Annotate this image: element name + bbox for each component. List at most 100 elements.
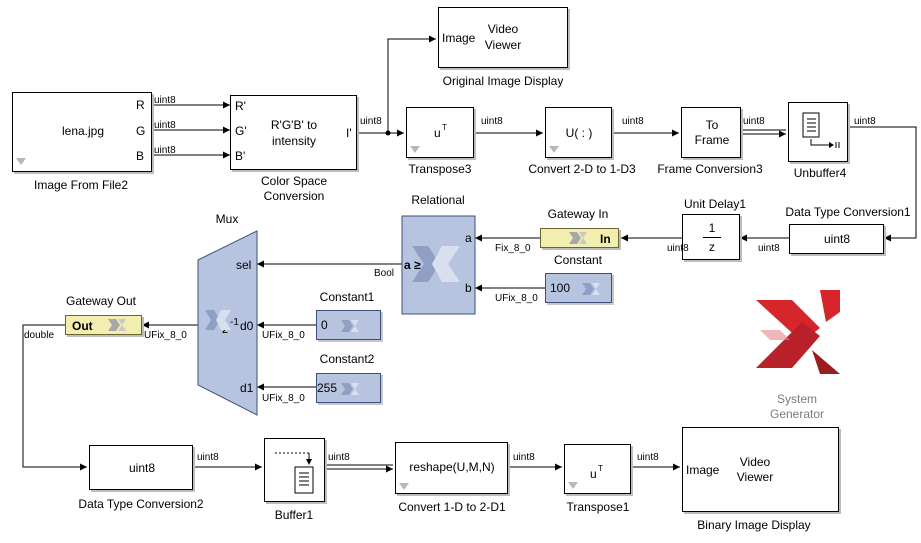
buffer-name: Buffer1: [274, 508, 314, 522]
constant1-name: Constant1: [319, 290, 375, 304]
signal-label-r: uint8: [154, 95, 176, 106]
xilinx-icon[interactable]: [408, 242, 468, 286]
mux-port-d1: d1: [240, 381, 254, 395]
dtc2-content: uint8: [128, 461, 156, 475]
signal-label-constant2-out: UFix_8_0: [262, 393, 305, 404]
gateway-out-label: Out: [72, 319, 93, 333]
signal-label-frame-out: uint8: [743, 116, 765, 127]
port-r-label: R: [136, 98, 145, 112]
mux-name: Mux: [215, 212, 239, 226]
convert-1d-2d-name: Convert 1-D to 2-D1: [398, 500, 506, 514]
status-arrow-icon: [16, 158, 26, 165]
original-image-display-name: Original Image Display: [442, 74, 564, 88]
binary-image-display-name: Binary Image Display: [697, 518, 811, 532]
original-image-display-block[interactable]: Image Video Viewer: [438, 7, 568, 68]
gateway-out-block[interactable]: Out: [65, 315, 142, 335]
frame-conversion-block[interactable]: To Frame: [681, 107, 741, 158]
port-b-prime-label: B': [235, 149, 246, 163]
image-from-file-content: lena.jpg: [61, 124, 105, 138]
signal-label-delay-out: uint8: [667, 243, 689, 254]
frame-conversion-line2: Frame: [694, 133, 730, 147]
color-space-conversion-block[interactable]: R'G'B' to intensity R' G' B' I': [230, 95, 357, 170]
xilinx-icon: [569, 232, 587, 244]
convert-1d-2d-block[interactable]: reshape(U,M,N): [395, 442, 508, 494]
binary-image-display-block[interactable]: Image Video Viewer: [682, 427, 839, 512]
binary-display-image-label: Image: [686, 463, 720, 477]
signal-label-constant-out: UFix_8_0: [495, 293, 538, 304]
status-arrow-icon: [549, 146, 559, 153]
gateway-out-name: Gateway Out: [65, 294, 137, 308]
wire-i-branch: [387, 35, 436, 133]
signal-label-g: uint8: [154, 120, 176, 131]
dtc1-content: uint8: [823, 232, 851, 246]
xilinx-icon: [341, 383, 359, 395]
status-arrow-icon: [568, 482, 578, 489]
dtc2-name: Data Type Conversion2: [78, 497, 204, 511]
constant1-block[interactable]: 0: [316, 310, 381, 340]
color-space-content-line1: R'G'B' to: [270, 118, 318, 132]
image-from-file-block[interactable]: lena.jpg R G B: [12, 92, 152, 172]
dtc2-block[interactable]: uint8: [89, 445, 193, 490]
convert-2d-1d-content: U( : ): [565, 126, 593, 140]
port-g-label: G: [136, 124, 146, 138]
xilinx-icon: [341, 320, 359, 332]
wire-unbuffer-out: [848, 126, 917, 242]
unit-delay-den: z: [709, 240, 715, 254]
relational-port-b: b: [465, 281, 472, 295]
branch-point: [385, 130, 391, 136]
mux-latency-exp: -1: [230, 317, 239, 328]
binary-display-video-label: Video: [739, 455, 771, 469]
unbuffer-name: Unbuffer4: [793, 166, 847, 180]
dtc1-block[interactable]: uint8: [789, 224, 884, 254]
signal-label-convert-out: uint8: [622, 116, 644, 127]
sysgen-logo-line2: Generator: [769, 407, 825, 421]
frame-conversion-line1: To: [705, 118, 719, 132]
transpose3-block[interactable]: u T: [406, 107, 474, 158]
buffer-icon: [275, 452, 314, 494]
mux-port-sel: sel: [236, 258, 252, 272]
constant1-value: 0: [321, 318, 328, 332]
relational-port-a: a: [465, 231, 472, 245]
transpose1-name: Transpose1: [566, 500, 630, 514]
constant2-block[interactable]: 255: [316, 373, 381, 403]
port-r-prime-label: R': [235, 99, 246, 113]
signal-label-transpose3-out: uint8: [481, 116, 503, 127]
convert-1d-2d-content: reshape(U,M,N): [409, 460, 495, 474]
frame-conversion-name: Frame Conversion3: [657, 162, 763, 176]
signal-label-i: uint8: [360, 116, 382, 127]
unbuffer-block[interactable]: [788, 102, 848, 162]
sysgen-logo-icon: [756, 290, 840, 374]
status-arrow-icon: [399, 483, 409, 490]
convert-2d-1d-block[interactable]: U( : ): [545, 107, 612, 158]
signal-label-dtc2-out: uint8: [197, 452, 219, 463]
unit-delay-block[interactable]: 1 z: [682, 214, 740, 260]
mux-shape: [197, 230, 258, 416]
transpose1-block[interactable]: u T: [564, 444, 631, 494]
color-space-name-line1: Color Space: [260, 174, 328, 188]
dtc1-name: Data Type Conversion1: [785, 205, 911, 219]
wire-gateway-out-out: [22, 324, 87, 471]
signal-label-constant1-out: UFix_8_0: [262, 330, 305, 341]
color-space-content-line2: intensity: [271, 134, 317, 148]
xilinx-icon: [582, 283, 600, 295]
buffer-block[interactable]: [264, 438, 325, 502]
constant-block[interactable]: 100: [545, 273, 612, 303]
signal-label-b: uint8: [154, 145, 176, 156]
unit-delay-fraction-bar: [703, 237, 721, 238]
sysgen-logo-line1: System: [776, 392, 818, 406]
constant-name: Constant: [553, 253, 603, 267]
transpose1-u: u: [590, 467, 597, 481]
unbuffer-icon: [802, 112, 840, 148]
gateway-in-block[interactable]: In: [540, 228, 619, 248]
transpose3-u: u: [434, 126, 441, 140]
port-i-prime-label: I': [346, 126, 352, 140]
port-b-label: B: [136, 149, 145, 163]
signal-label-transpose1-out: uint8: [637, 452, 659, 463]
constant2-value: 255: [317, 381, 338, 395]
mux-port-d0: d0: [240, 319, 254, 333]
xilinx-icon[interactable]: [203, 308, 235, 332]
signal-label-gateway-out-out: double: [24, 330, 55, 341]
original-display-viewer-label: Viewer: [484, 38, 522, 52]
unit-delay-name: Unit Delay1: [683, 197, 747, 211]
